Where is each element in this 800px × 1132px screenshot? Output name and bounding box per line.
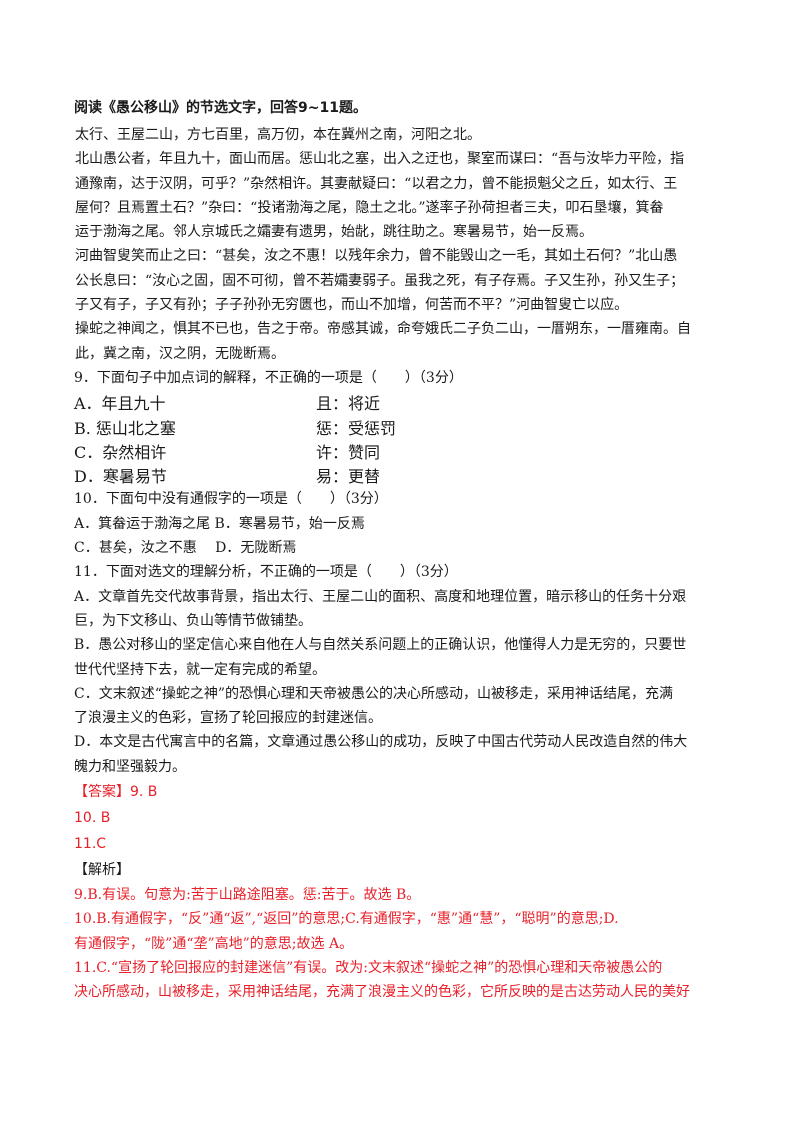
option-explanation: 易：更替	[316, 467, 381, 487]
question-11-option-line: A．文章首先交代故事背景，指出太行、王屋二山的面积、高度和地理位置，暗示移山的任…	[74, 588, 687, 605]
answer-9: 9. B	[130, 784, 158, 801]
question-11-option-line: 巨，为下文移山、负山等情节做铺垫。	[74, 612, 312, 629]
analysis-line: 9.B.有误。句意为:苦于山路途阻塞。惩:苦于。故选 B。	[74, 887, 421, 904]
question-10-stem: 10．下面句中没有通假字的一项是（ ）（3分）	[74, 491, 388, 508]
question-11-option-line: D．本文是古代寓言中的名篇，文章通过愚公移山的成功，反映了中国古代劳动人民改造自…	[74, 734, 688, 751]
passage-line: 太行、王屋二山，方七百里，高万仞，本在冀州之南，河阳之北。	[75, 127, 481, 143]
option-text: A．年且九十	[74, 394, 166, 414]
passage-line: 公长息曰：“汝心之固，固不可彻，曾不若孀妻弱子。虽我之死，有子存焉。子又生孙，孙…	[75, 272, 685, 289]
document-page: 阅读《愚公移山》的节选文字，回答9~11题。 太行、王屋二山，方七百里，高万仞，…	[74, 96, 736, 1005]
passage-line: 子又有子，子又有孙；子子孙孙无穷匮也，而山不加增，何苦而不平？”河曲智叟亡以应。	[75, 297, 629, 314]
option-text: D．寒暑易节	[74, 467, 167, 487]
analysis-line: 决心所感动，山被移走，采用神话结尾，充满了浪漫主义的色彩，它所反映的是古达劳动人…	[74, 984, 690, 1001]
passage: 太行、王屋二山，方七百里，高万仞，本在冀州之南，河阳之北。 北山愚公者，年且九十…	[74, 123, 736, 366]
question-10: 10．下面句中没有通假字的一项是（ ）（3分） A．箕畚运于渤海之尾 B．寒暑易…	[74, 487, 736, 560]
passage-line: 北山愚公者，年且九十，面山而居。惩山北之塞，出入之迂也，聚室而谋曰：“吾与汝毕力…	[75, 151, 685, 168]
question-11-option-line: 世代代坚持下去，就一定有完成的希望。	[74, 661, 326, 678]
analysis-section: 【解析】 9.B.有误。句意为:苦于山路途阻塞。惩:苦于。故选 B。 10.B.…	[74, 857, 736, 1004]
question-11-option-line: 了浪漫主义的色彩，宣扬了轮回报应的封建迷信。	[74, 710, 382, 727]
passage-line: 此，冀之南，汉之阴，无陇断焉。	[75, 345, 285, 362]
question-10-options: A．箕畚运于渤海之尾 B．寒暑易节，始一反焉	[74, 515, 365, 532]
passage-line: 通豫南，达于汉阴，可乎？”杂然相许。其妻献疑曰：“以君之力，曾不能损魁父之丘，如…	[75, 175, 678, 192]
question-10-options: C．甚矣，汝之不惠 D．无陇断焉	[74, 540, 297, 557]
analysis-line: 10.B.有通假字，“反”通“返”,“返回”的意思;C.有通假字，“惠”通“慧”…	[74, 911, 619, 928]
question-9-option-b: B. 惩山北之塞 惩：受惩罚	[74, 415, 736, 439]
option-explanation: 惩：受惩罚	[316, 418, 397, 438]
analysis-line: 11.C.“宣扬了轮回报应的封建迷信”有误。改为:文末叙述“操蛇之神”的恐惧心理…	[74, 959, 663, 976]
question-11-option-line: C．文末叙述“操蛇之神”的恐惧心理和天帝被愚公的决心所感动，山被移走，采用神话结…	[74, 685, 674, 702]
passage-line: 屋何？且焉置土石？”杂曰：“投诸渤海之尾，隐土之北。”遂率子孙荷担者三夫，叩石垦…	[75, 199, 664, 216]
question-9-option-c: C．杂然相许 许：赞同	[74, 439, 736, 463]
option-text: C．杂然相许	[74, 442, 167, 462]
question-9-option-d: D．寒暑易节 易：更替	[74, 463, 736, 487]
passage-line: 河曲智叟笑而止之曰：“甚矣，汝之不惠！以残年余力，曾不能毁山之一毛，其如土石何？…	[75, 248, 678, 265]
option-text: B. 惩山北之塞	[74, 418, 176, 438]
question-9-stem: 9．下面句子中加点词的解释，不正确的一项是（ ）（3分）	[74, 369, 463, 386]
answer-10: 10. B	[74, 810, 111, 827]
answer-section: 【答案】9. B 10. B 11.C	[74, 779, 736, 857]
passage-line: 操蛇之神闻之，惧其不已也，告之于帝。帝感其诚，命夸娥氏二子负二山，一厝朔东，一厝…	[75, 321, 691, 338]
answer-label: 【答案】	[74, 784, 130, 801]
answer-11: 11.C	[74, 836, 107, 853]
analysis-line: 有通假字，“陇”通“垄”高地”的意思;故选 A。	[74, 935, 354, 952]
question-11-stem: 11．下面对选文的理解分析，不正确的一项是（ ）（3分）	[74, 564, 458, 581]
question-9: 9．下面句子中加点词的解释，不正确的一项是（ ）（3分） A．年且九十 且：将近…	[74, 366, 736, 487]
question-11-option-line: B．愚公对移山的坚定信心来自他在人与自然关系问题上的正确认识，他懂得人力是无穷的…	[74, 637, 687, 654]
question-11: 11．下面对选文的理解分析，不正确的一项是（ ）（3分） A．文章首先交代故事背…	[74, 560, 736, 779]
passage-line: 运于渤海之尾。邻人京城氏之孀妻有遗男，始龀，跳往助之。寒暑易节，始一反焉。	[75, 224, 593, 241]
analysis-label: 【解析】	[74, 862, 130, 879]
reading-heading: 阅读《愚公移山》的节选文字，回答9~11题。	[74, 100, 367, 116]
question-11-option-line: 魄力和坚强毅力。	[74, 758, 186, 775]
answer-line: 【答案】9. B	[74, 779, 736, 805]
option-explanation: 且：将近	[316, 394, 381, 414]
option-explanation: 许：赞同	[316, 442, 381, 462]
question-9-option-a: A．年且九十 且：将近	[74, 390, 736, 414]
